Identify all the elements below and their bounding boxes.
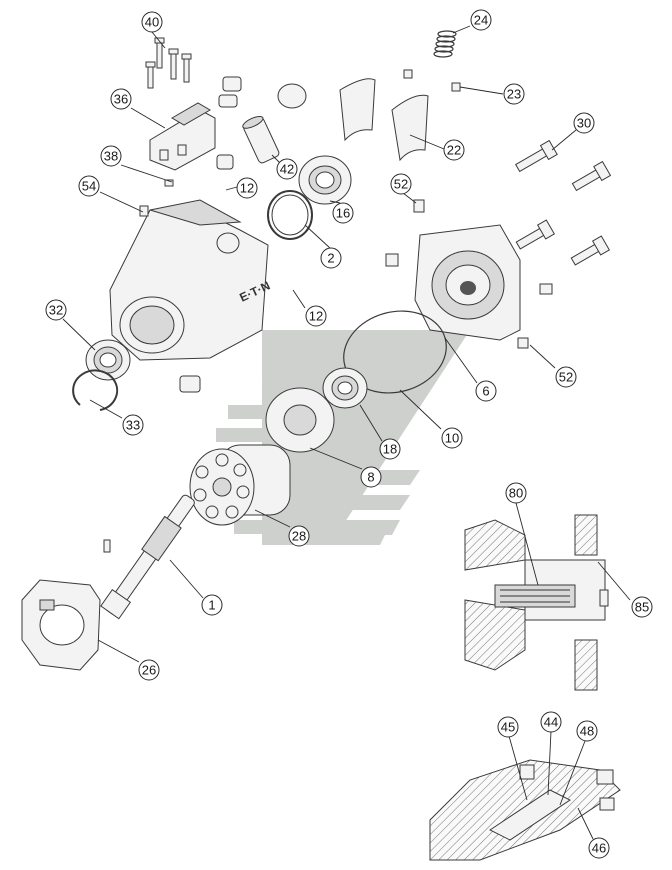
callout-36: 36: [110, 88, 132, 110]
svg-text:52: 52: [559, 370, 573, 385]
svg-text:8: 8: [367, 470, 374, 485]
bearing-18: [322, 367, 368, 409]
o-ring-2: [267, 190, 313, 240]
svg-text:1: 1: [208, 598, 215, 613]
callout-45: 45: [497, 716, 519, 738]
svg-text:44: 44: [544, 715, 558, 730]
control-valve-36: [149, 102, 216, 171]
callout-40: 40: [141, 11, 163, 33]
svg-text:45: 45: [501, 720, 515, 735]
bearing-half-22b: [391, 94, 429, 162]
callout-1: 1: [201, 594, 223, 616]
svg-text:12: 12: [240, 181, 254, 196]
bolts-40: [145, 37, 192, 89]
callout-42: 42: [276, 158, 298, 180]
callout-8: 8: [360, 466, 382, 488]
cylinder-block-28: [189, 444, 291, 526]
svg-text:16: 16: [336, 206, 350, 221]
callout-2: 2: [320, 247, 342, 269]
svg-text:46: 46: [592, 841, 606, 856]
callout-12b: 12: [305, 305, 327, 327]
svg-text:38: 38: [104, 149, 118, 164]
svg-text:24: 24: [474, 13, 488, 28]
callout-23: 23: [503, 83, 525, 105]
svg-text:33: 33: [126, 418, 140, 433]
svg-text:85: 85: [635, 600, 649, 615]
callout-48: 48: [576, 720, 598, 742]
spring-24: [433, 30, 457, 58]
seal-16: [298, 155, 352, 205]
svg-text:23: 23: [507, 87, 521, 102]
callout-12a: 12: [236, 177, 258, 199]
bolts-30: [514, 139, 612, 266]
svg-text:2: 2: [327, 251, 334, 266]
callout-28: 28: [288, 525, 310, 547]
retaining-ring-33: [72, 369, 119, 411]
callout-85: 85: [631, 596, 653, 618]
svg-text:30: 30: [577, 116, 591, 131]
svg-text:26: 26: [142, 663, 156, 678]
callout-6: 6: [475, 380, 497, 402]
svg-text:18: 18: [383, 442, 397, 457]
callout-22: 22: [443, 139, 465, 161]
leader-lines: [62, 25, 631, 840]
callout-32: 32: [45, 299, 67, 321]
svg-text:42: 42: [280, 162, 294, 177]
swashplate-26: [21, 579, 101, 671]
pin-42: [242, 115, 280, 164]
callout-33: 33: [122, 414, 144, 436]
callout-26: 26: [138, 659, 160, 681]
callout-30: 30: [573, 112, 595, 134]
callout-52b: 52: [555, 366, 577, 388]
svg-text:10: 10: [445, 431, 459, 446]
callout-38: 38: [100, 145, 122, 167]
bearing-half-22a: [339, 78, 376, 142]
svg-text:22: 22: [447, 143, 461, 158]
callout-16: 16: [332, 202, 354, 224]
callout-10: 10: [441, 427, 463, 449]
callout-18: 18: [379, 438, 401, 460]
svg-text:6: 6: [482, 384, 489, 399]
svg-text:32: 32: [49, 303, 63, 318]
drive-shaft-1: [100, 494, 195, 620]
svg-text:80: 80: [509, 486, 523, 501]
callout-54: 54: [78, 175, 100, 197]
callout-24: 24: [470, 9, 492, 31]
svg-text:28: 28: [292, 529, 306, 544]
end-cap-flange: [414, 224, 521, 341]
section-view-44: [429, 759, 621, 861]
svg-text:52: 52: [394, 177, 408, 192]
pump-housing: E·T·N: [109, 199, 272, 361]
svg-text:48: 48: [580, 724, 594, 739]
svg-text:36: 36: [114, 92, 128, 107]
callout-46: 46: [588, 837, 610, 859]
parts-layer: E·T·N: [21, 30, 621, 861]
svg-text:40: 40: [145, 15, 159, 30]
callout-44: 44: [540, 711, 562, 733]
callout-52a: 52: [390, 173, 412, 195]
svg-text:12: 12: [309, 309, 323, 324]
svg-text:54: 54: [82, 179, 96, 194]
callout-80: 80: [505, 482, 527, 504]
section-view-80: [464, 514, 609, 691]
valve-plate-8: [265, 387, 335, 453]
